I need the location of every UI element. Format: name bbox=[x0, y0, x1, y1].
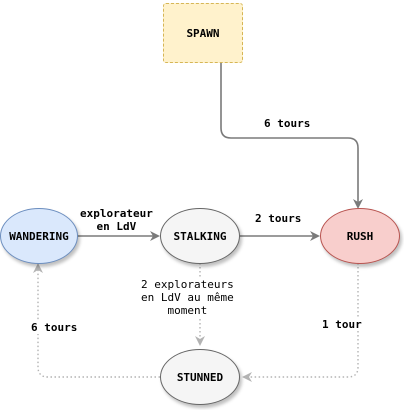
node-spawn: SPAWN bbox=[163, 3, 243, 63]
edge-label-line: explorateur bbox=[80, 207, 153, 220]
edge-label-rush-to-stunned: 1 tour bbox=[322, 318, 362, 331]
node-wandering: WANDERING bbox=[0, 208, 78, 264]
edge-stunned-to-wandering bbox=[33, 263, 160, 378]
node-stunned: STUNNED bbox=[160, 349, 240, 405]
edge-label-text: 2 tours bbox=[255, 212, 302, 225]
edge-label-text: 1 tour bbox=[322, 318, 362, 331]
edge-label-text: 6 tours bbox=[264, 117, 311, 130]
edge-label-stunned-to-wandering: 6 tours bbox=[31, 321, 78, 334]
node-stunned-label: STUNNED bbox=[176, 370, 224, 384]
edge-label-line: moment bbox=[167, 304, 208, 317]
node-rush: RUSH bbox=[320, 208, 400, 264]
edge-label-spawn-to-rush: 6 tours bbox=[264, 117, 311, 130]
edge-spawn-to-rush bbox=[220, 63, 363, 209]
node-stalking: STALKING bbox=[160, 208, 240, 264]
edge-label-text: 6 tours bbox=[31, 321, 78, 334]
edge-label-line: en LdV au même bbox=[141, 291, 234, 304]
edge-label-stalking-to-stunned: 2 explorateurs en LdV au même moment bbox=[141, 278, 234, 317]
edge-label-line: en LdV bbox=[96, 220, 137, 233]
edge-label-wandering-to-stalking: explorateur en LdV bbox=[80, 207, 153, 233]
edge-label-line: 2 explorateurs bbox=[141, 278, 234, 291]
edge-label-stalking-to-rush: 2 tours bbox=[255, 212, 301, 225]
edge-rush-to-stunned bbox=[242, 263, 359, 382]
node-wandering-label: WANDERING bbox=[9, 229, 69, 243]
node-spawn-label: SPAWN bbox=[186, 26, 220, 40]
node-rush-label: RUSH bbox=[346, 229, 374, 243]
node-stalking-label: STALKING bbox=[173, 229, 227, 243]
